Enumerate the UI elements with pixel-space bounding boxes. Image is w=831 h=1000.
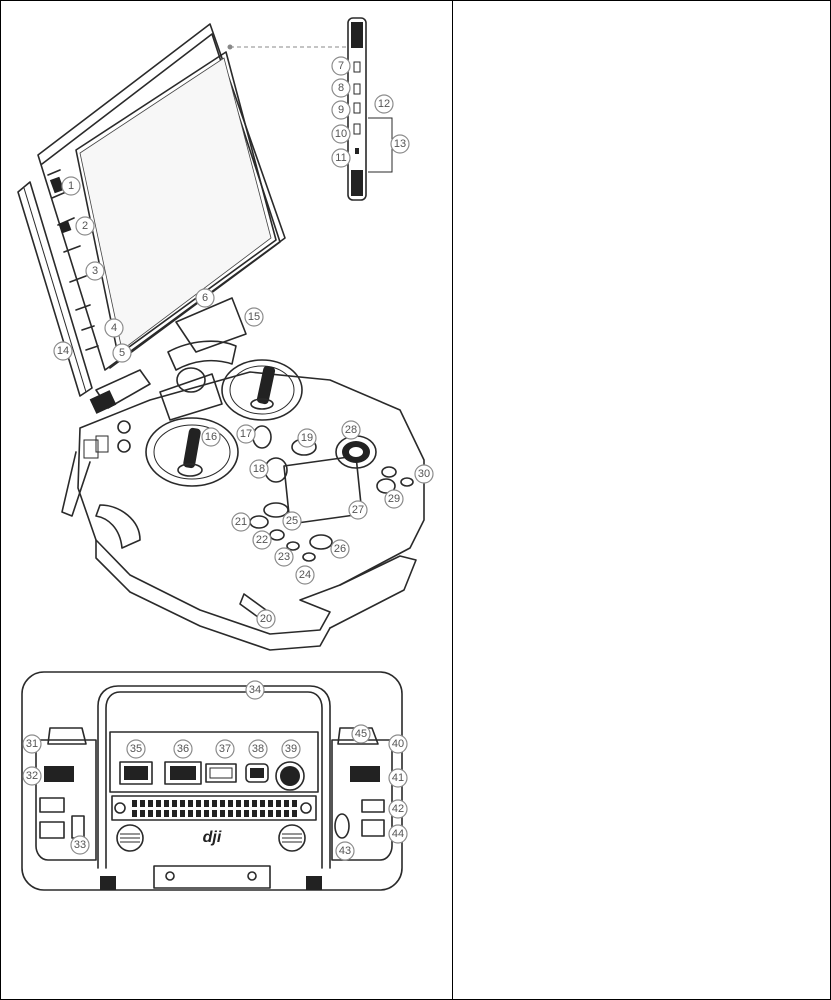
callout-5: 5 xyxy=(113,344,131,362)
callout-33: 33 xyxy=(71,836,89,854)
svg-text:31: 31 xyxy=(26,738,38,750)
svg-text:11: 11 xyxy=(335,152,346,164)
svg-text:19: 19 xyxy=(301,432,313,444)
svg-text:42: 42 xyxy=(392,803,404,815)
svg-text:36: 36 xyxy=(177,743,189,755)
svg-text:12: 12 xyxy=(378,98,390,110)
svg-text:8: 8 xyxy=(338,82,344,94)
callout-11: 11 xyxy=(332,149,350,167)
svg-text:28: 28 xyxy=(345,424,357,436)
svg-text:25: 25 xyxy=(286,515,298,527)
callout-35: 35 xyxy=(127,740,145,758)
svg-text:9: 9 xyxy=(338,104,344,116)
svg-text:35: 35 xyxy=(130,743,142,755)
svg-text:22: 22 xyxy=(256,534,268,546)
callout-42: 42 xyxy=(389,800,407,818)
callout-6: 6 xyxy=(196,289,214,307)
svg-text:14: 14 xyxy=(57,345,69,357)
callout-18: 18 xyxy=(250,460,268,478)
svg-text:41: 41 xyxy=(392,772,404,784)
monitor-mount xyxy=(90,298,246,420)
callout-29: 29 xyxy=(385,490,403,508)
callout-22: 22 xyxy=(253,531,271,549)
callout-25: 25 xyxy=(283,512,301,530)
svg-text:18: 18 xyxy=(253,463,265,475)
callout-28: 28 xyxy=(342,421,360,439)
callout-16: 16 xyxy=(202,428,220,446)
svg-text:10: 10 xyxy=(335,128,347,140)
callout-41: 41 xyxy=(389,769,407,787)
callout-19: 19 xyxy=(298,429,316,447)
rear-view-illustration: dji 31 32 33 34 35 36 37 38 39 40 41 42 … xyxy=(22,672,407,890)
callout-1: 1 xyxy=(62,177,80,195)
svg-text:7: 7 xyxy=(338,60,344,72)
callout-20: 20 xyxy=(257,610,275,628)
svg-text:21: 21 xyxy=(235,516,247,528)
callout-4: 4 xyxy=(105,319,123,337)
callout-44: 44 xyxy=(389,825,407,843)
callout-10: 10 xyxy=(332,125,350,143)
callout-24: 24 xyxy=(296,566,314,584)
svg-text:17: 17 xyxy=(240,428,252,440)
callout-31: 31 xyxy=(23,735,41,753)
svg-text:4: 4 xyxy=(111,322,117,334)
callout-9: 9 xyxy=(332,101,350,119)
svg-text:20: 20 xyxy=(260,613,272,625)
svg-text:5: 5 xyxy=(119,347,125,359)
callout-40: 40 xyxy=(389,735,407,753)
antenna xyxy=(18,182,92,396)
callout-17: 17 xyxy=(237,425,255,443)
callout-45: 45 xyxy=(352,725,370,743)
svg-text:24: 24 xyxy=(299,569,311,581)
svg-text:32: 32 xyxy=(26,770,38,782)
svg-text:13: 13 xyxy=(394,138,406,150)
callout-12: 12 xyxy=(375,95,393,113)
svg-text:2: 2 xyxy=(82,220,88,232)
svg-text:43: 43 xyxy=(339,845,351,857)
callout-14: 14 xyxy=(54,342,72,360)
callout-8: 8 xyxy=(332,79,350,97)
svg-text:16: 16 xyxy=(205,431,217,443)
callout-37: 37 xyxy=(216,740,234,758)
callout-3: 3 xyxy=(86,262,104,280)
svg-text:27: 27 xyxy=(352,504,364,516)
callout-43: 43 xyxy=(336,842,354,860)
callout-38: 38 xyxy=(249,740,267,758)
svg-text:34: 34 xyxy=(249,684,261,696)
callout-30: 30 xyxy=(415,465,433,483)
svg-text:1: 1 xyxy=(68,180,74,192)
callout-27: 27 xyxy=(349,501,367,519)
svg-text:3: 3 xyxy=(92,265,98,277)
svg-text:15: 15 xyxy=(248,311,260,323)
svg-text:39: 39 xyxy=(285,743,297,755)
dji-logo: dji xyxy=(203,829,222,846)
controller-illustration: 1 2 3 4 5 6 7 8 9 10 11 12 13 14 15 16 1… xyxy=(18,18,433,650)
svg-text:26: 26 xyxy=(334,543,346,555)
callout-21: 21 xyxy=(232,513,250,531)
svg-text:37: 37 xyxy=(219,743,231,755)
callout-7: 7 xyxy=(332,57,350,75)
callout-2: 2 xyxy=(76,217,94,235)
callout-13: 13 xyxy=(391,135,409,153)
svg-text:30: 30 xyxy=(418,468,430,480)
svg-text:40: 40 xyxy=(392,738,404,750)
svg-text:6: 6 xyxy=(202,292,208,304)
callout-36: 36 xyxy=(174,740,192,758)
svg-text:45: 45 xyxy=(355,728,367,740)
svg-text:23: 23 xyxy=(278,551,290,563)
callout-23: 23 xyxy=(275,548,293,566)
callout-15: 15 xyxy=(245,308,263,326)
callout-34: 34 xyxy=(246,681,264,699)
svg-text:29: 29 xyxy=(388,493,400,505)
svg-text:33: 33 xyxy=(74,839,86,851)
callout-32: 32 xyxy=(23,767,41,785)
callout-39: 39 xyxy=(282,740,300,758)
svg-text:44: 44 xyxy=(392,828,404,840)
callout-26: 26 xyxy=(331,540,349,558)
svg-text:38: 38 xyxy=(252,743,264,755)
